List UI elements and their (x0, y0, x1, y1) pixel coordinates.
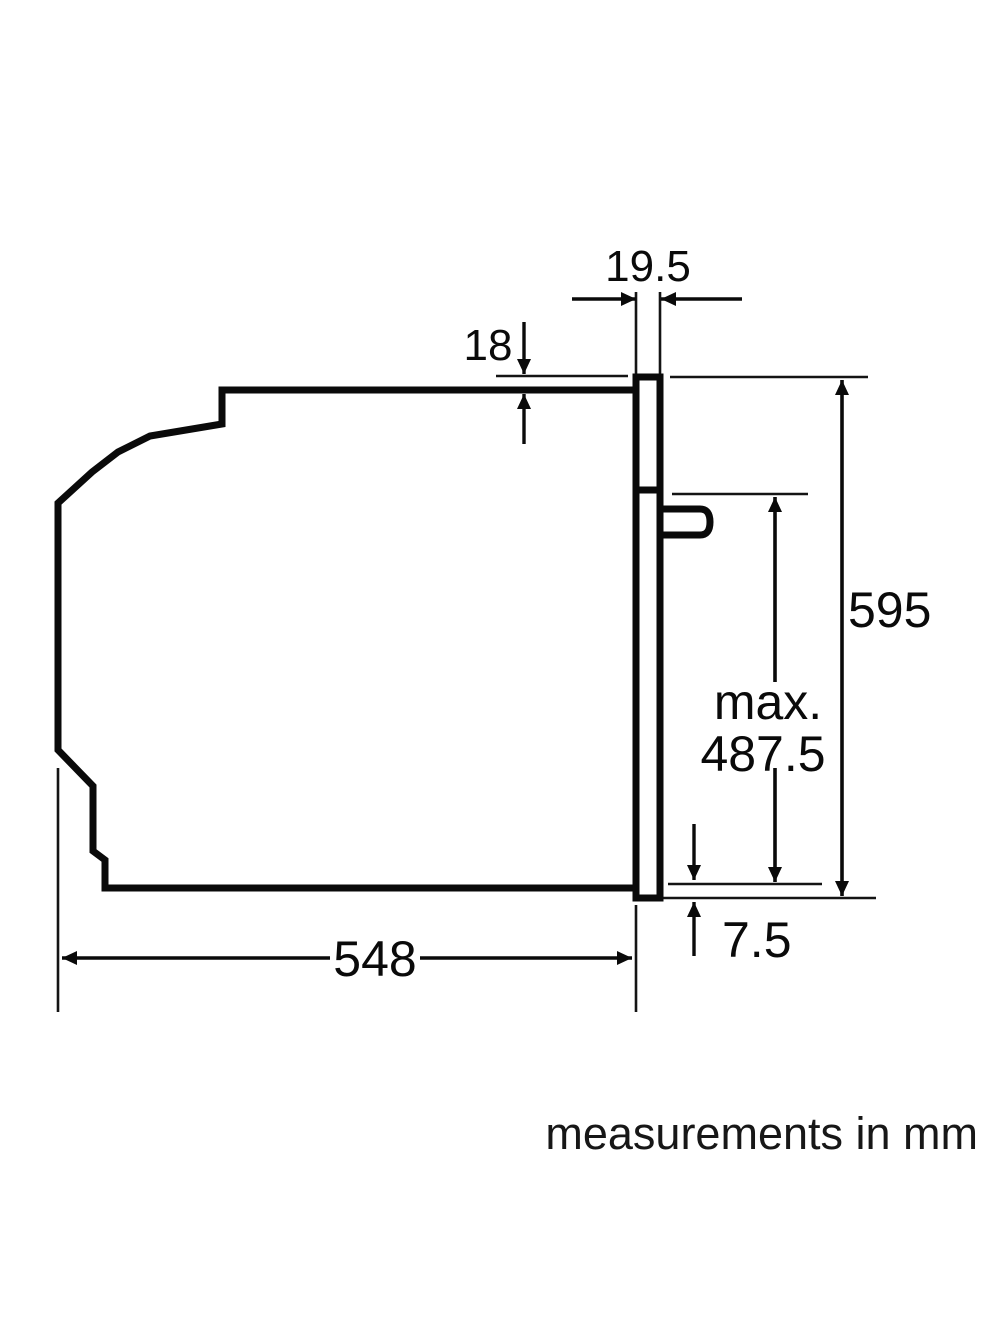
extension-lines (56, 292, 876, 1012)
dimension-18-label: 18 (464, 321, 513, 370)
oven-body-outline (54, 386, 636, 892)
dimension-18: 18 (464, 321, 531, 444)
dimension-7p5: 7.5 (687, 824, 792, 968)
oven-door-panel (632, 373, 664, 902)
dimension-487p5-label-prefix: max. (714, 674, 822, 730)
dimension-19p5-label: 19.5 (605, 242, 691, 291)
dimension-max-487p5: max. 487.5 (700, 497, 826, 882)
door-handle-stub (660, 505, 714, 539)
units-note: measurements in mm (545, 1108, 978, 1159)
dimension-595: 595 (835, 380, 931, 896)
dimension-548-label: 548 (333, 931, 416, 987)
dimension-487p5-label-value: 487.5 (700, 726, 825, 782)
dimension-7p5-label: 7.5 (722, 912, 792, 968)
dimension-548: 548 (62, 931, 632, 987)
dimension-19p5: 19.5 (572, 242, 742, 306)
dimension-595-label: 595 (848, 582, 931, 638)
